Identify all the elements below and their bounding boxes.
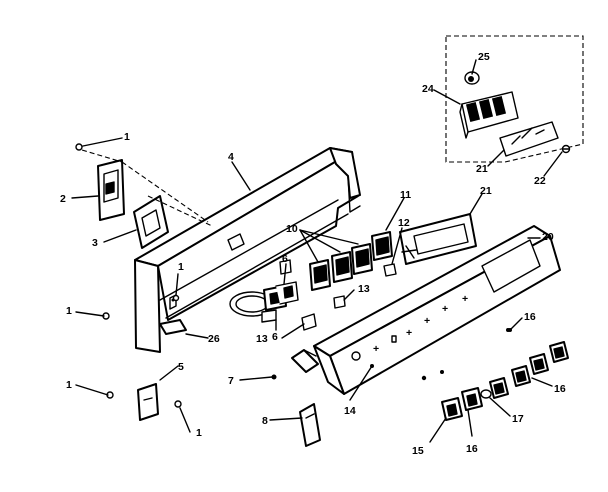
svg-text:+: + [373, 343, 379, 355]
bracket-2 [97, 159, 125, 221]
callout-16: 16 [554, 383, 566, 395]
callout-16: 16 [466, 443, 478, 455]
screws [75, 143, 510, 408]
callout-1: 1 [178, 261, 184, 273]
callout-1: 1 [124, 131, 130, 143]
knob-icon [549, 341, 569, 363]
clip-13a [333, 295, 346, 309]
svg-text:+: + [462, 293, 468, 305]
callout-1: 1 [196, 427, 202, 439]
callout-6: 6 [272, 331, 278, 343]
knobs [441, 341, 569, 421]
callout-3: 3 [92, 237, 98, 249]
callout-6: 6 [282, 253, 288, 265]
control-panel: + + + + + [313, 225, 561, 395]
backguard [134, 147, 361, 353]
screw-icon [172, 294, 180, 302]
callout-22: 22 [534, 175, 546, 187]
screw-icon [75, 143, 83, 151]
end-cap-7 [291, 349, 319, 373]
callout-4: 4 [228, 151, 234, 163]
knob-icon [511, 365, 531, 387]
callout-13: 13 [358, 283, 370, 295]
indicator-light [383, 263, 397, 277]
knob-icon [441, 397, 463, 421]
bracket-3 [133, 195, 169, 249]
switch-assembly [229, 259, 299, 323]
clock-knob [464, 71, 480, 85]
callout-21: 21 [476, 163, 488, 175]
end-cap-8 [299, 403, 321, 447]
knob-icon [529, 353, 549, 375]
leader-lines [71, 59, 563, 443]
callout-13: 13 [256, 333, 268, 345]
callout-24: 24 [422, 83, 434, 95]
svg-text:+: + [442, 303, 448, 315]
knob-icon [461, 387, 483, 411]
callout-11: 11 [400, 189, 411, 201]
callout-1: 1 [66, 379, 72, 391]
clip-13b [301, 313, 317, 331]
inset-detail [445, 35, 584, 163]
callout-8: 8 [262, 415, 268, 427]
callout-12: 12 [398, 217, 410, 229]
callout-17: 17 [512, 413, 524, 425]
overlay-21 [399, 213, 477, 265]
bracket-5 [137, 383, 159, 421]
callout-20: 20 [542, 231, 554, 243]
callout-1: 1 [66, 305, 72, 317]
bracket-26 [159, 319, 187, 335]
inset-overlay [499, 121, 559, 157]
callout-25: 25 [478, 51, 490, 63]
knob-insert-icon [480, 389, 492, 399]
svg-text:+: + [406, 327, 412, 339]
switches [309, 231, 393, 291]
callout-26: 26 [208, 333, 220, 345]
screw-icon [174, 400, 182, 408]
callout-14: 14 [344, 405, 356, 417]
callout-2: 2 [60, 193, 66, 205]
callout-21: 21 [480, 185, 492, 197]
screw-icon [506, 328, 510, 332]
screw-icon [271, 374, 277, 380]
callout-labels: 1 2 3 4 1 1 1 1 5 26 6 6 10 11 12 13 13 … [60, 51, 566, 457]
callout-16: 16 [524, 311, 536, 323]
callout-5: 5 [178, 361, 184, 373]
knob-icon [489, 377, 509, 399]
callout-10: 10 [286, 223, 298, 235]
callout-7: 7 [228, 375, 234, 387]
callout-15: 15 [412, 445, 424, 457]
clock-module [459, 91, 519, 139]
svg-text:+: + [424, 315, 430, 327]
